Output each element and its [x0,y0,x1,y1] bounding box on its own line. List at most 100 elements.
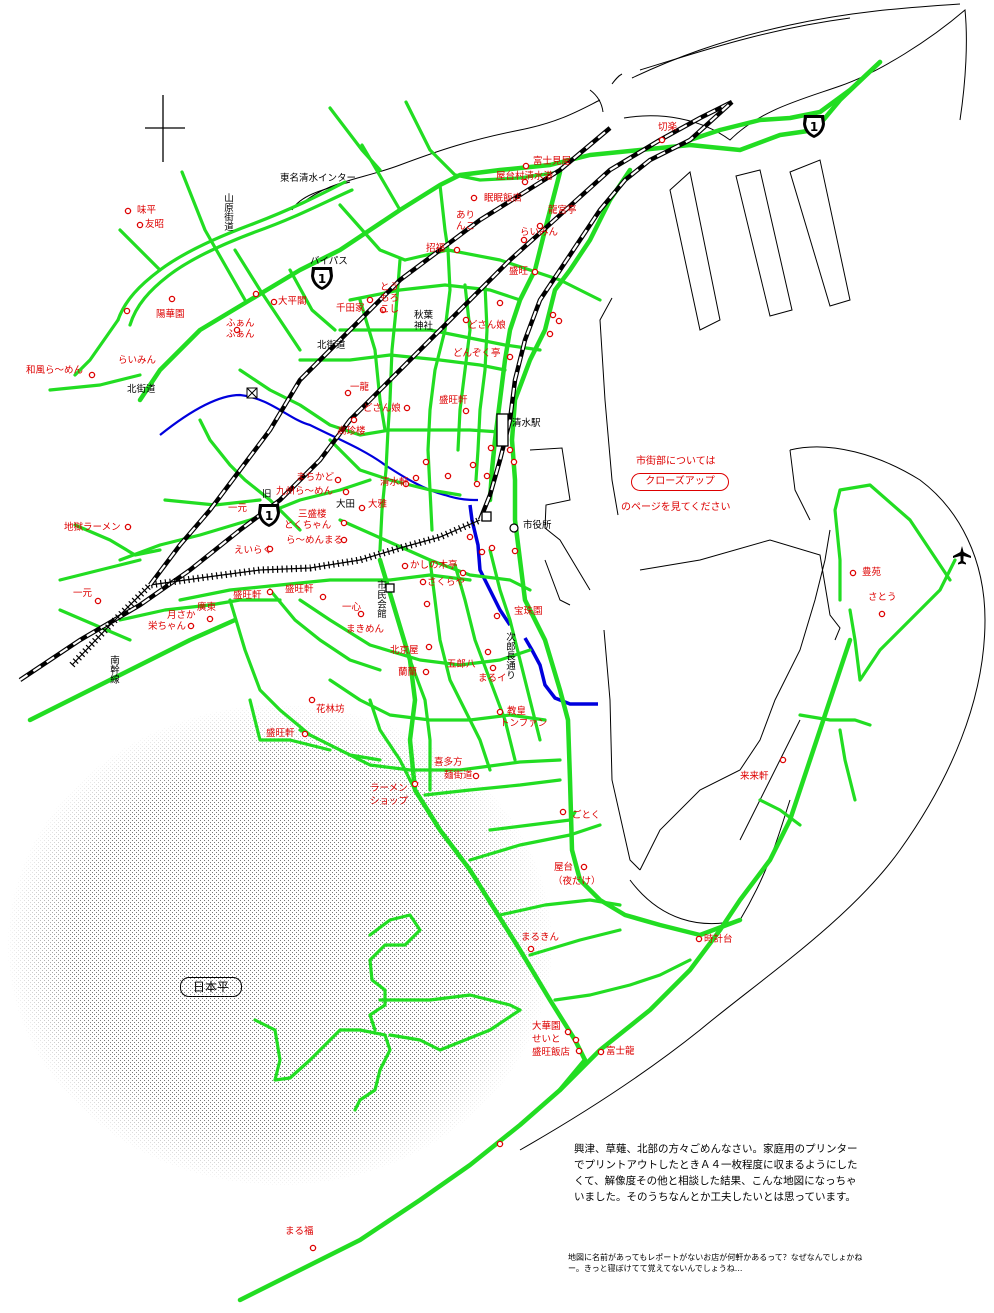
shop-label: かしの木亭 [410,560,458,571]
shop-label: まきめん [346,624,385,635]
shop-label: 友昭 [145,219,165,230]
roads [27,59,957,1303]
shop-label: 時計台 [704,934,733,945]
shop-label: せいと [532,1034,561,1045]
city-hall-label: 市役所 [523,520,552,531]
shop-label: らいみん [520,227,559,238]
shop-label: 盛旺軒 [439,395,468,406]
shop-label: 盛旺飯店 [532,1047,571,1058]
kita-kaido-label-2: 北街道 [127,384,156,395]
shop-label: ありんこ [456,210,476,232]
shop-label: 地獄ラーメン [64,522,121,533]
route-1-shield-icon: 1 [258,504,280,527]
shop-label: 廣東 [197,602,217,613]
shop-label: さとう [868,592,897,603]
shop-markers [88,136,886,1252]
shop-label: 富士見屋 [533,156,572,167]
shop-label: 花林坊 [316,704,345,715]
shop-label: 盛旺軒 [266,728,295,739]
shop-label: 屋台村清水港 [496,171,554,182]
shop-label: どさん娘 [468,320,506,331]
shop-label: 龍宮亭 [548,205,577,216]
shop-label: 一龍 [350,382,370,393]
shop-label: 北京屋 [390,645,419,656]
shop-label: トンファン [500,718,548,729]
shop-label: 屋台 [554,862,574,873]
shop-label: ふぁんふぁん [226,318,255,340]
shop-label: 清水軒 [380,477,409,488]
shop-label: 一元 [228,503,248,514]
shop-label: まる福 [285,1226,314,1237]
shop-label: えいらく [234,545,273,556]
closeup-callout-line1: 市街部については [636,456,716,467]
route-1-shield-icon: 1 [803,115,825,138]
shop-label: 三盛楼 [298,509,327,520]
shop-label: 五郎八 [447,659,476,670]
shop-label: 宝珠園 [514,606,543,617]
shop-label: 麺街道 [444,770,473,781]
shop-label: 味平 [137,205,157,216]
station-label: 清水駅 [512,418,541,429]
shop-label: 陽華園 [156,309,185,320]
apology-note: 興津、草薙、北部の方々ごめんなさい。家庭用のプリンターでプリントアウトしたときＡ… [574,1143,858,1203]
shop-label: 喜多方 [434,757,463,768]
shop-label: 大平閣 [278,296,307,307]
shop-label: どさん娘 [363,403,401,414]
shop-label: ごとく [572,810,601,821]
nihondaira-hill [5,702,555,1188]
jirocho-dori-label: 次郎長通り [504,632,515,680]
city-hall-marker [481,511,492,522]
route-1-shield-icon: 1 [311,267,333,290]
interchange-label: 東名清水インター [280,173,357,184]
shop-label: 盛旺軒 [233,590,262,601]
closeup-link-button[interactable]: クローズアップ [631,473,729,491]
airplane-icon [953,546,971,565]
shop-label: 富士龍 [606,1046,635,1057]
shop-label: とくちゃん [284,520,332,531]
shop-label: まるイ [478,673,507,684]
minami-kansen-label: 南幹線 [108,655,119,684]
shop-label: 月さか [167,610,196,621]
shop-label: まるきん [521,932,560,943]
shop-label: さくらや [427,577,466,588]
shop-label: 来来軒 [740,771,769,782]
shop-label: らいみん [118,355,157,366]
shop-label: 豊苑 [862,567,882,578]
svg-text:1: 1 [318,272,326,286]
shop-label: 盛旺 [509,266,529,277]
akiba-jinja-label: 秋葉神社 [414,310,434,332]
shop-label: 栄ちゃん [148,621,187,632]
shop-label: ショップ [370,796,409,807]
shop-label: （夜だけ） [553,876,601,887]
shop-label: 一心 [342,602,362,613]
shop-label: 大雅 [368,499,388,510]
shop-label: 切楽 [658,122,678,133]
shop-label: 教皇 [507,706,527,717]
bypass-label: バイパス [310,256,348,267]
shop-label: 高珍楼 [337,426,366,437]
shop-label: 和風ら～めん [26,365,84,376]
shop-label: 九州ら～めん [276,486,334,497]
shop-label: どんぞく亭 [453,348,501,359]
shop-label: ら～めんまる [286,535,344,546]
shop-label: 眠眠飯店 [484,193,523,204]
nihondaira-label: 日本平 [180,977,242,997]
shop-label: 千田家 [336,303,365,314]
shop-label: とうもろこし [380,282,400,315]
old-route-prefix: 旧 [262,489,272,500]
shop-label: 盛旺軒 [285,584,314,595]
civic-hall-marker [385,583,395,593]
svg-text:1: 1 [265,509,273,523]
svg-text:1: 1 [810,120,818,134]
shop-label: 大華園 [532,1021,561,1032]
post-office-icon [246,387,258,399]
shop-label: ラーメン [370,783,408,794]
shop-label: まちかど [296,472,335,483]
footnote: 地図に名前があってもレポートがないお店が何軒かあるって？なぜなんでしょかねー。き… [568,1253,863,1273]
daiden-label: 大田 [336,499,356,510]
shop-label: 招福 [426,243,446,254]
shop-label: 一元 [73,588,93,599]
railways [18,99,734,682]
